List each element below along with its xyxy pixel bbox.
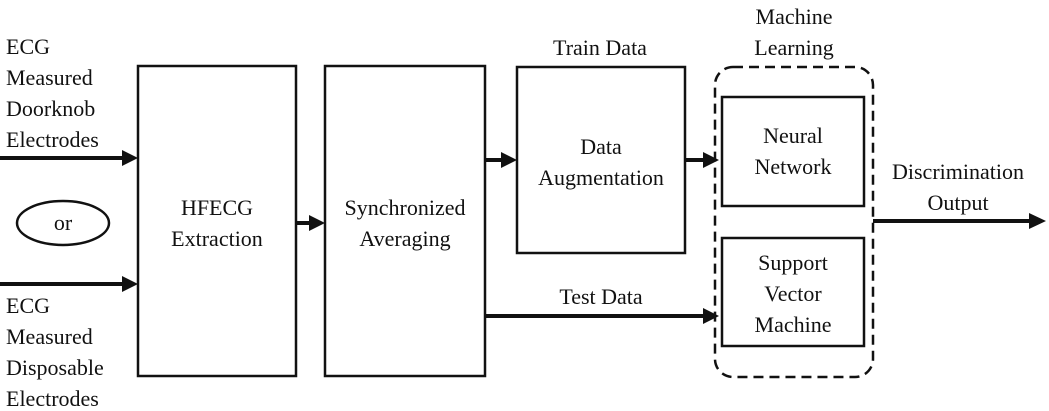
arrow-output-head bbox=[1029, 213, 1046, 229]
neural-network-block bbox=[720, 95, 866, 208]
input-disposable-line-1: ECG bbox=[6, 293, 50, 318]
arrow-doorknob-head bbox=[122, 150, 138, 166]
arrow-augmentation-to-ml-head bbox=[703, 152, 719, 168]
arrow-sync-to-ml-test-head bbox=[703, 308, 719, 324]
augmentation-line-1: Data bbox=[580, 134, 622, 159]
or-ellipse bbox=[15, 199, 111, 247]
svm-line-2: Vector bbox=[764, 281, 822, 306]
sync-line-2: Averaging bbox=[359, 226, 450, 251]
synchronized-averaging-block bbox=[323, 64, 487, 378]
svm-line-1: Support bbox=[758, 250, 828, 275]
input-disposable-label: ECG Measured Disposable Electrodes bbox=[6, 293, 104, 411]
svm-line-3: Machine bbox=[755, 312, 832, 337]
input-disposable-line-2: Measured bbox=[6, 324, 93, 349]
nn-line-1: Neural bbox=[763, 123, 823, 148]
test-data-label: Test Data bbox=[559, 284, 643, 309]
output-line-2: Output bbox=[927, 190, 988, 215]
hfecg-line-1: HFECG bbox=[181, 195, 253, 220]
support-vector-machine-block bbox=[720, 236, 866, 348]
arrow-disposable-head bbox=[122, 276, 138, 292]
output-line-1: Discrimination bbox=[892, 159, 1024, 184]
input-doorknob-line-2: Measured bbox=[6, 65, 93, 90]
augmentation-line-2: Augmentation bbox=[538, 165, 664, 190]
input-disposable-line-4: Electrodes bbox=[6, 386, 99, 411]
ml-group-line-1: Machine bbox=[756, 4, 833, 29]
input-doorknob-line-4: Electrodes bbox=[6, 127, 99, 152]
arrow-hfecg-to-sync-head bbox=[309, 215, 325, 231]
train-data-label: Train Data bbox=[553, 35, 647, 60]
input-doorknob-line-3: Doorknob bbox=[6, 96, 95, 121]
hfecg-extraction-block bbox=[136, 64, 298, 378]
nn-line-2: Network bbox=[755, 154, 832, 179]
arrow-sync-to-augmentation-head bbox=[501, 152, 517, 168]
machine-learning-group bbox=[713, 65, 875, 379]
ml-group-line-2: Learning bbox=[754, 35, 833, 60]
data-augmentation-block bbox=[515, 65, 687, 255]
or-label: or bbox=[54, 210, 73, 235]
hfecg-line-2: Extraction bbox=[171, 226, 263, 251]
input-doorknob-label: ECG Measured Doorknob Electrodes bbox=[6, 34, 99, 152]
sync-line-1: Synchronized bbox=[345, 195, 466, 220]
input-disposable-line-3: Disposable bbox=[6, 355, 104, 380]
input-doorknob-line-1: ECG bbox=[6, 34, 50, 59]
